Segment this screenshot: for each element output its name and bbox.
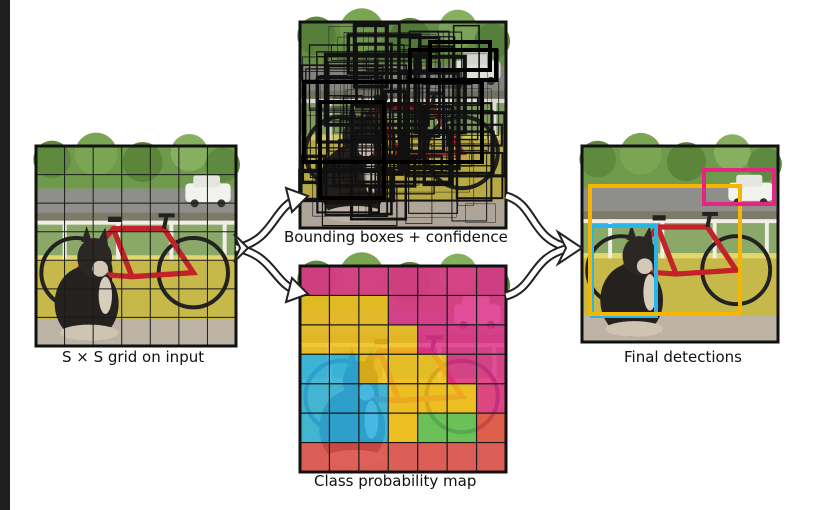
class-cell-red <box>417 442 448 472</box>
class-cell-yellow <box>300 324 330 355</box>
class-cell-yellow <box>388 383 418 414</box>
final-detections-panel <box>579 133 782 342</box>
panel-frame <box>298 20 508 230</box>
class-cell-red <box>388 442 418 472</box>
class-cell-green <box>447 413 477 443</box>
class-cell-cyan <box>329 354 359 384</box>
candidate-box <box>342 96 381 182</box>
class-cell-yellow <box>329 295 359 325</box>
class-cell-red <box>329 442 359 472</box>
class-cell-magenta <box>417 266 448 296</box>
class-cell-yellow <box>388 354 418 384</box>
confident-box <box>428 40 492 72</box>
diagram-canvas <box>10 0 822 510</box>
class-cell-magenta <box>417 295 448 325</box>
panel-frame <box>580 144 780 344</box>
final-photo <box>579 133 782 342</box>
class-cell-cyan <box>300 354 330 384</box>
class-cell-green <box>417 413 448 443</box>
detection-box-bicycle <box>588 184 742 316</box>
candidate-box <box>327 61 379 152</box>
class-cell-yellow <box>417 383 448 414</box>
class-cell-yellow <box>358 354 389 384</box>
class-cell-yellow <box>300 295 330 325</box>
candidate-box <box>309 107 353 178</box>
candidate-box <box>350 61 441 117</box>
candidate-box <box>451 149 488 222</box>
merge-arrow-top <box>504 191 572 253</box>
class-cell-magenta <box>476 295 506 325</box>
input-panel <box>33 133 240 346</box>
class-cell-yellow <box>329 324 359 355</box>
confident-box <box>318 100 386 200</box>
class-cell-yellow <box>388 413 418 443</box>
arrowhead-down-icon <box>284 276 310 304</box>
class-cell-yellow <box>358 324 389 355</box>
class-cell-magenta <box>476 266 506 296</box>
class-cell-red <box>358 442 389 472</box>
arrow-tail-icon <box>233 233 250 263</box>
class-cell-cyan <box>358 413 389 443</box>
panel-frame <box>298 264 508 474</box>
class-cell-yellow <box>388 324 418 355</box>
class-cell-red <box>476 413 506 443</box>
class-cell-red <box>300 442 330 472</box>
class-cell-yellow <box>358 295 389 325</box>
candidate-box <box>405 144 433 224</box>
class-cell-magenta <box>388 266 418 296</box>
confident-box <box>302 80 484 164</box>
candidate-box <box>455 152 504 200</box>
detection-box-car <box>702 168 776 206</box>
candidate-box <box>437 31 463 88</box>
classmap-label: Class probability map <box>314 472 477 490</box>
class-cell-magenta <box>447 266 477 296</box>
class-cell-magenta <box>476 383 506 414</box>
class-cell-cyan <box>300 413 330 443</box>
candidate-box <box>408 117 458 214</box>
class-cell-cyan <box>358 383 389 414</box>
arrowhead-merge-icon <box>555 229 584 267</box>
class-cell-magenta <box>447 354 477 384</box>
pipeline-diagram: S × S grid on input Bounding boxes + con… <box>10 0 822 510</box>
class-cell-magenta <box>388 295 418 325</box>
class-cell-red <box>476 442 506 472</box>
candidate-box <box>328 26 364 116</box>
bounding-boxes-panel <box>297 8 510 228</box>
class-cell-magenta <box>329 266 359 296</box>
candidate-box <box>465 203 496 223</box>
class-probability-panel <box>297 252 510 472</box>
class-cell-yellow <box>447 383 477 414</box>
class-cell-magenta <box>417 324 448 355</box>
class-cell-magenta <box>476 354 506 384</box>
class-cell-magenta <box>358 266 389 296</box>
candidate-box <box>302 56 376 73</box>
candidate-box <box>316 75 384 144</box>
bboxes-label: Bounding boxes + confidence <box>284 228 508 246</box>
class-cell-yellow <box>417 354 448 384</box>
class-cell-magenta <box>476 324 506 355</box>
class-cell-magenta <box>447 295 477 325</box>
arrowhead-up-icon <box>284 186 310 214</box>
candidate-box <box>392 130 495 175</box>
candidate-box <box>300 154 327 185</box>
candidate-box <box>406 70 446 153</box>
class-cell-cyan <box>300 383 330 414</box>
class-cell-red <box>447 442 477 472</box>
class-cell-cyan <box>329 413 359 443</box>
input-label: S × S grid on input <box>62 348 205 366</box>
merge-arrow-bottom <box>504 243 572 301</box>
class-cell-cyan <box>329 383 359 414</box>
candidate-box <box>377 56 457 159</box>
class-cell-magenta <box>447 324 477 355</box>
final-label: Final detections <box>624 348 742 366</box>
candidate-box <box>360 111 379 141</box>
candidate-box <box>334 107 404 133</box>
